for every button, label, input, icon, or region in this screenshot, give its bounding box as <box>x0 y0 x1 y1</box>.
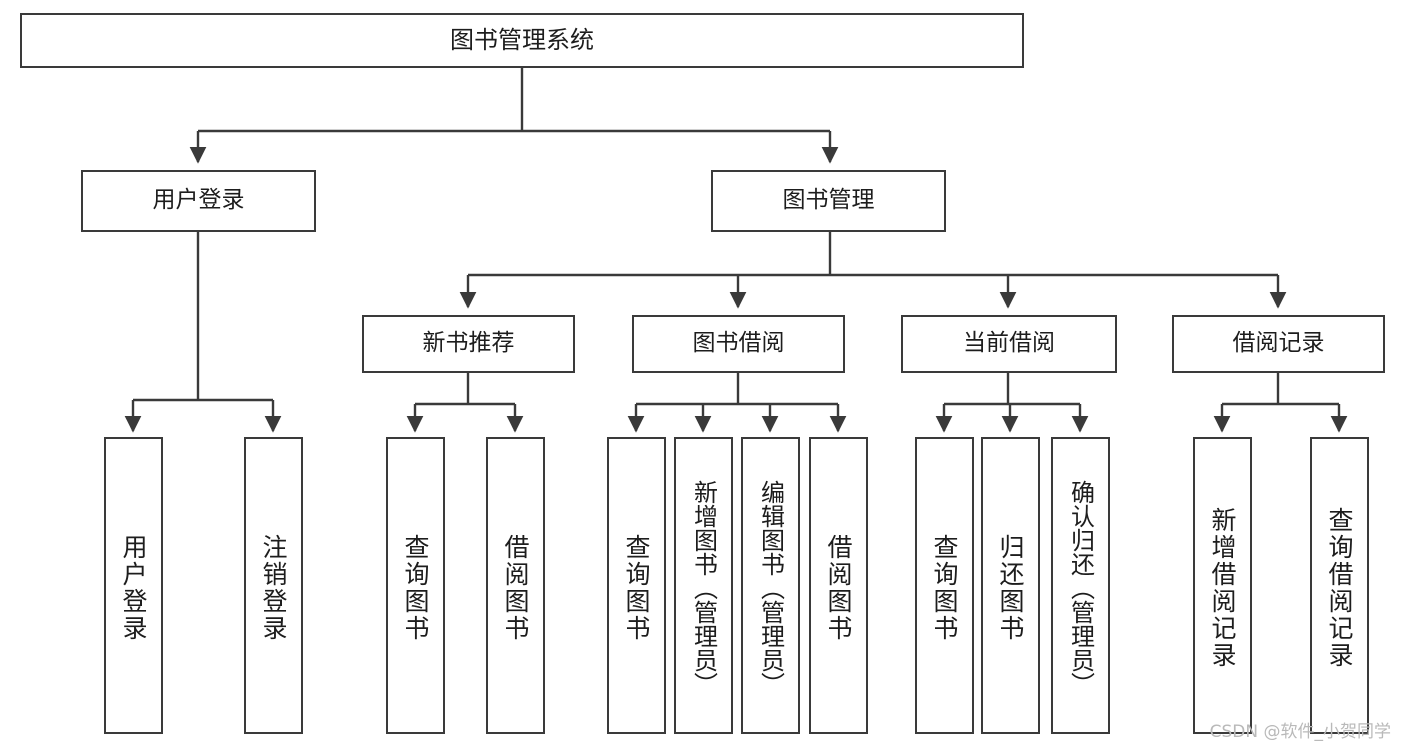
node-label: 新增图书（管理员） <box>689 479 718 696</box>
node-label: 图书借阅 <box>692 330 785 357</box>
node-borrow-record[interactable]: 借阅记录 <box>1172 315 1385 373</box>
node-label: 新书推荐 <box>422 330 515 357</box>
node-book-borrow[interactable]: 图书借阅 <box>632 315 845 373</box>
node-label: 新增借阅记录 <box>1208 506 1237 669</box>
leaf-add-book-admin[interactable]: 新增图书（管理员） <box>674 437 733 734</box>
node-new-book-recommend[interactable]: 新书推荐 <box>362 315 575 373</box>
node-label: 查询图书 <box>930 533 959 642</box>
node-label: 查询借阅记录 <box>1325 506 1354 669</box>
node-book-management[interactable]: 图书管理 <box>711 170 946 232</box>
leaf-query-book-borrow[interactable]: 查询图书 <box>607 437 666 734</box>
leaf-borrow-book-recommend[interactable]: 借阅图书 <box>486 437 545 734</box>
leaf-user-login[interactable]: 用户登录 <box>104 437 163 734</box>
leaf-query-borrow-record[interactable]: 查询借阅记录 <box>1310 437 1369 734</box>
node-label: 图书管理 <box>782 187 875 214</box>
node-label: 查询图书 <box>401 533 430 642</box>
node-label: 借阅图书 <box>824 533 853 642</box>
node-label: 图书管理系统 <box>450 26 594 55</box>
leaf-query-book-current[interactable]: 查询图书 <box>915 437 974 734</box>
node-root-book-management-system[interactable]: 图书管理系统 <box>20 13 1024 68</box>
leaf-logout[interactable]: 注销登录 <box>244 437 303 734</box>
node-label: 借阅图书 <box>501 533 530 642</box>
node-label: 注销登录 <box>259 533 288 642</box>
node-user-login[interactable]: 用户登录 <box>81 170 316 232</box>
node-label: 用户登录 <box>152 187 245 214</box>
node-label: 归还图书 <box>996 533 1025 642</box>
leaf-edit-book-admin[interactable]: 编辑图书（管理员） <box>741 437 800 734</box>
node-label: 确认归还（管理员） <box>1066 479 1095 696</box>
leaf-confirm-return-admin[interactable]: 确认归还（管理员） <box>1051 437 1110 734</box>
leaf-return-book[interactable]: 归还图书 <box>981 437 1040 734</box>
node-label: 编辑图书（管理员） <box>756 479 785 696</box>
node-label: 借阅记录 <box>1232 330 1325 357</box>
leaf-query-book-recommend[interactable]: 查询图书 <box>386 437 445 734</box>
leaf-borrow-book-borrow[interactable]: 借阅图书 <box>809 437 868 734</box>
node-current-borrow[interactable]: 当前借阅 <box>901 315 1117 373</box>
leaf-add-borrow-record[interactable]: 新增借阅记录 <box>1193 437 1252 734</box>
node-label: 查询图书 <box>622 533 651 642</box>
csdn-watermark: CSDN @软件_小贺同学 <box>1209 722 1391 742</box>
node-label: 用户登录 <box>119 533 148 642</box>
node-label: 当前借阅 <box>963 330 1055 357</box>
